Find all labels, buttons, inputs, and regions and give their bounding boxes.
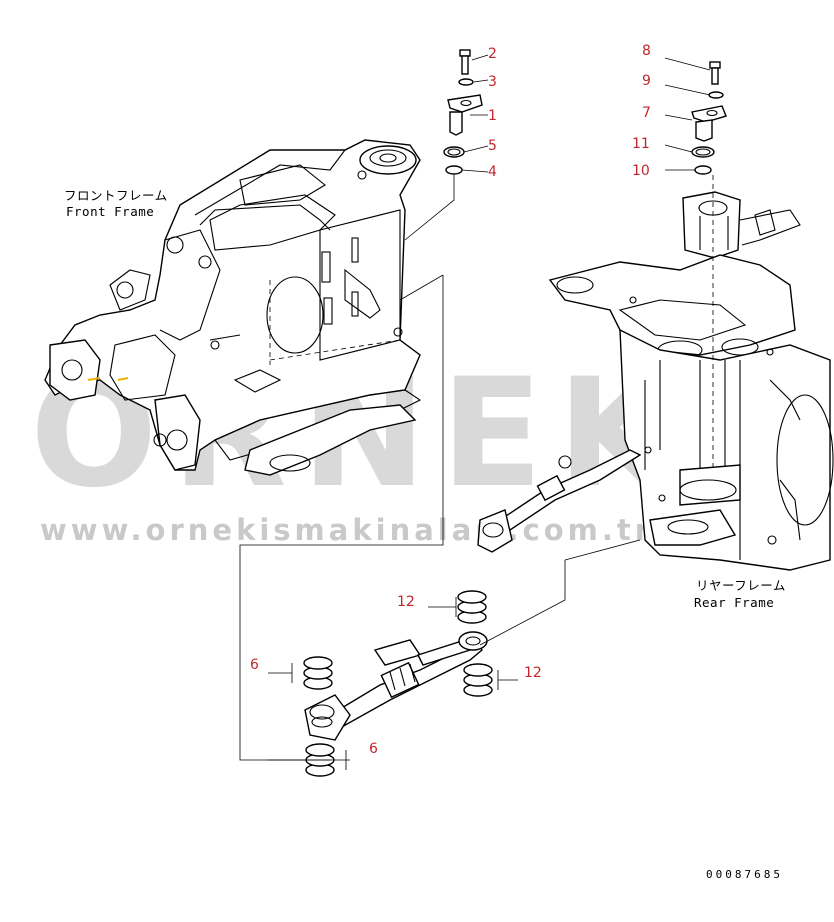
- callout-8: 8: [642, 43, 651, 59]
- rear-pin-parts: [691, 61, 727, 175]
- drawing-number: 00087685: [706, 868, 783, 881]
- callout-7: 7: [642, 105, 651, 121]
- shim-stack-6-left: [303, 656, 333, 690]
- drive-shaft-exploded: [304, 631, 488, 741]
- callout-6-left: 6: [250, 657, 259, 673]
- front-pin-parts: [443, 49, 483, 175]
- callout-4: 4: [488, 164, 497, 180]
- callout-12-right: 12: [524, 665, 542, 681]
- rear-frame-drawing: [548, 175, 834, 571]
- callout-10: 10: [632, 163, 650, 179]
- watermark-url: www.ornekismakinalari.com.tr: [40, 513, 653, 547]
- callout-12-top: 12: [397, 594, 415, 610]
- callout-6-bottom: 6: [369, 741, 378, 757]
- front-frame-label-en: Front Frame: [66, 204, 154, 219]
- front-frame-label-jp: フロントフレーム: [64, 188, 168, 203]
- shim-stacks: [303, 590, 493, 777]
- callout-3: 3: [488, 74, 497, 90]
- rear-frame-label-jp: リヤーフレーム: [696, 578, 786, 593]
- shim-stack-12-right: [463, 663, 493, 697]
- shim-stack-12-top: [457, 590, 487, 624]
- callout-2: 2: [488, 46, 497, 62]
- callout-1: 1: [488, 108, 497, 124]
- rear-frame-label-en: Rear Frame: [694, 595, 774, 610]
- callout-numbers: 2 3 1 5 4 8 9 7 11 10 12 6 12 6: [250, 43, 651, 757]
- callout-leaders: [268, 54, 711, 770]
- callout-9: 9: [642, 73, 651, 89]
- callout-11: 11: [632, 136, 650, 152]
- drive-shaft-installed: [477, 449, 642, 553]
- front-frame-drawing: [44, 139, 422, 476]
- frame-labels: フロントフレーム Front Frame リヤーフレーム Rear Frame: [64, 188, 786, 610]
- callout-5: 5: [488, 138, 497, 154]
